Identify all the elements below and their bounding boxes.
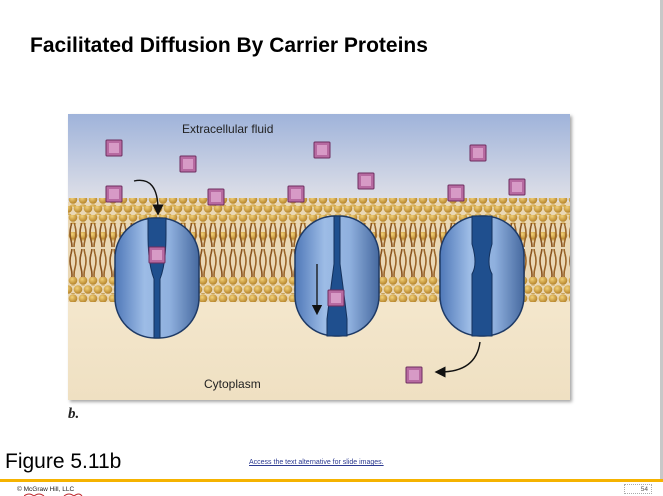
figure-caption: Figure 5.11b [5,450,122,473]
page-number: 54 [624,484,652,494]
carrier-protein-open-inside [294,215,380,337]
slide-title: Facilitated Diffusion By Carrier Protein… [30,34,428,57]
footer-accent-bar [0,479,663,482]
footer [0,482,663,496]
copyright-notice: © McGraw Hill, LLC [17,486,75,493]
extracellular-fluid-region [68,114,570,214]
label-extracellular-fluid: Extracellular fluid [182,122,273,136]
carrier-protein-diagram: Extracellular fluid Cytoplasm [68,114,570,400]
entry-arrow [133,179,164,216]
exit-arrow [434,341,481,378]
carrier-protein-reset [439,215,525,337]
carrier-protein-open-outside [114,217,200,339]
publisher-logo-icon [24,493,83,496]
slide-right-edge [660,0,663,496]
label-cytoplasm: Cytoplasm [204,377,261,391]
text-alternative-link[interactable]: Access the text alternative for slide im… [249,459,384,466]
figure-part-label: b. [68,406,80,422]
